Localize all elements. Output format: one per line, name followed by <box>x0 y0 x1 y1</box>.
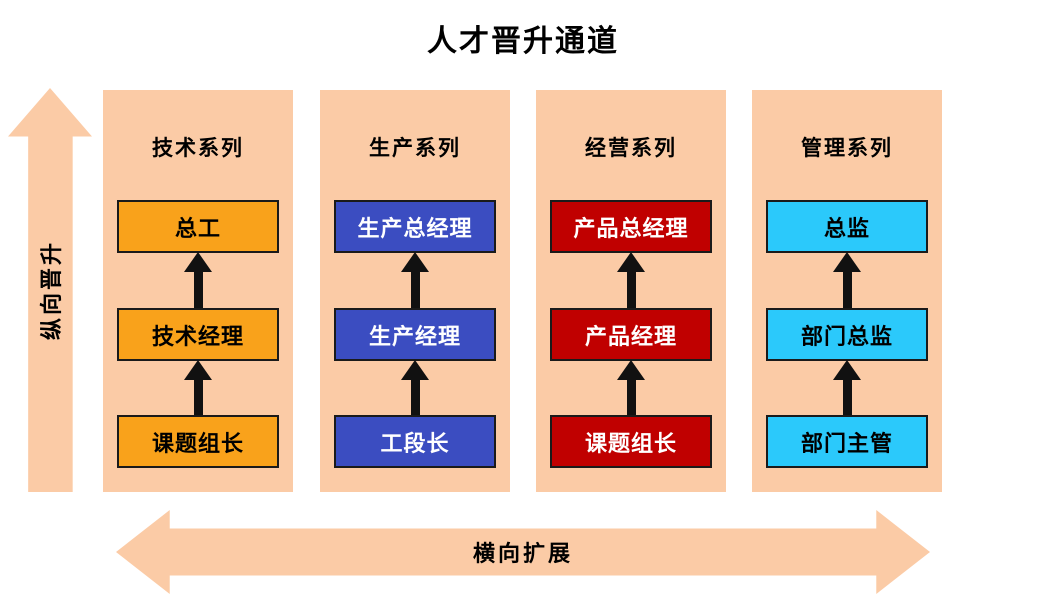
promotion-up-arrow-icon <box>401 252 429 309</box>
series-column-business: 经营系列 产品总经理 产品经理 课题组长 <box>536 90 726 492</box>
vertical-promotion-arrow-icon: 纵向晋升 <box>8 88 92 492</box>
series-header: 经营系列 <box>585 137 677 160</box>
arrow-stem <box>626 272 636 309</box>
arrow-head-icon <box>401 360 429 380</box>
level-box: 部门主管 <box>766 415 928 468</box>
promotion-up-arrow-icon <box>184 360 212 416</box>
horizontal-expansion-arrow-icon: 横向扩展 <box>116 510 930 594</box>
promotion-up-arrow-icon <box>833 252 861 309</box>
level-box: 产品经理 <box>550 308 712 361</box>
level-box: 课题组长 <box>117 415 279 468</box>
level-box: 技术经理 <box>117 308 279 361</box>
level-box: 课题组长 <box>550 415 712 468</box>
arrow-head-icon <box>833 252 861 272</box>
level-box: 总监 <box>766 200 928 253</box>
series-header: 生产系列 <box>369 137 461 160</box>
arrow-head-icon <box>617 252 645 272</box>
arrow-stem <box>842 380 852 416</box>
series-column-technical: 技术系列 总工 技术经理 课题组长 <box>103 90 293 492</box>
arrow-stem <box>410 272 420 309</box>
level-box: 生产总经理 <box>334 200 496 253</box>
arrow-head-icon <box>184 360 212 380</box>
arrow-head-icon <box>401 252 429 272</box>
promotion-up-arrow-icon <box>833 360 861 416</box>
arrow-head-icon <box>184 252 212 272</box>
arrow-stem <box>626 380 636 416</box>
level-box: 工段长 <box>334 415 496 468</box>
level-box: 部门总监 <box>766 308 928 361</box>
promotion-up-arrow-icon <box>401 360 429 416</box>
level-box: 总工 <box>117 200 279 253</box>
promotion-up-arrow-icon <box>617 360 645 416</box>
series-column-management: 管理系列 总监 部门总监 部门主管 <box>752 90 942 492</box>
arrow-stem <box>193 272 203 309</box>
horizontal-expansion-label: 横向扩展 <box>472 541 573 566</box>
series-column-production: 生产系列 生产总经理 生产经理 工段长 <box>320 90 510 492</box>
level-box: 生产经理 <box>334 308 496 361</box>
series-header: 技术系列 <box>152 137 244 160</box>
arrow-stem <box>842 272 852 309</box>
promotion-up-arrow-icon <box>617 252 645 309</box>
arrow-stem <box>193 380 203 416</box>
arrow-head-icon <box>617 360 645 380</box>
arrow-stem <box>410 380 420 416</box>
series-header: 管理系列 <box>801 137 893 160</box>
promotion-up-arrow-icon <box>184 252 212 309</box>
page-title: 人才晋升通道 <box>427 25 619 58</box>
arrow-head-icon <box>833 360 861 380</box>
vertical-promotion-label: 纵向晋升 <box>39 239 64 341</box>
level-box: 产品总经理 <box>550 200 712 253</box>
